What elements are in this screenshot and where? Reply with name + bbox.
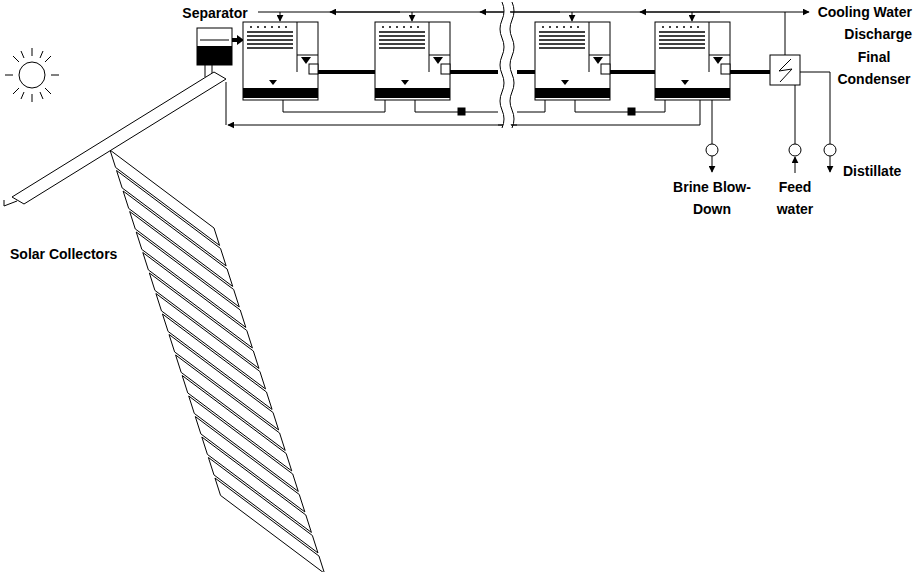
outlet-label: Brine Blow-Down: [666, 176, 758, 220]
flash-stage: [375, 22, 450, 100]
collector-header: [4, 65, 226, 206]
flash-stage: [243, 22, 318, 100]
condenser-label: Final Condenser: [834, 46, 914, 90]
collector-label: Solar Collectors: [10, 243, 140, 265]
separator-label: Separator: [172, 2, 258, 24]
flash-stage: [535, 22, 610, 100]
inlet-label: Feed water: [769, 176, 821, 220]
collector-panel: [215, 478, 325, 572]
flow-lines: [226, 12, 836, 173]
outlet-label: Distillate: [843, 160, 917, 182]
break-symbol: [500, 2, 514, 128]
final-condenser: [770, 55, 800, 85]
collector-panel: [208, 458, 318, 553]
sun-symbol: [5, 48, 59, 102]
flash-stage: [655, 22, 730, 100]
separator-vessel: [197, 28, 232, 65]
solar-collector-array: [110, 150, 325, 572]
outlet-label: Cooling Water Discharge: [794, 1, 912, 45]
